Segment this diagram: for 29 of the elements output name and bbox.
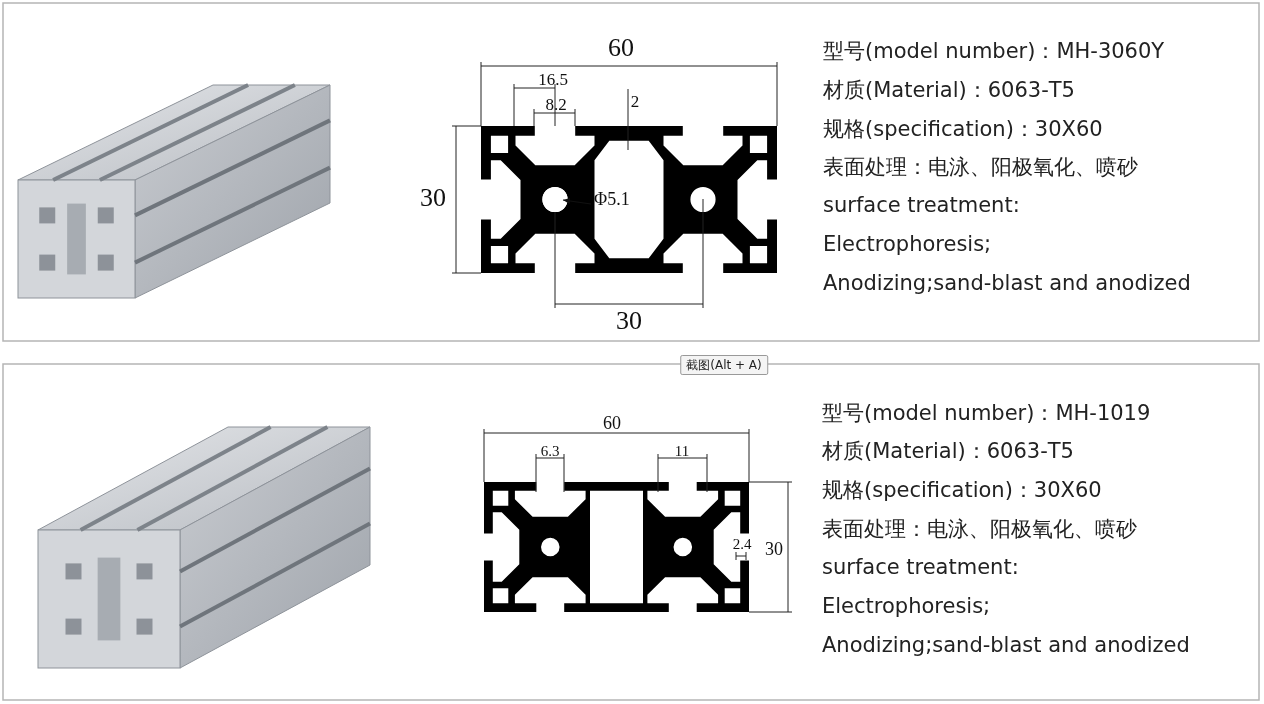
spec-text: 材质(Material)：6063-T5 bbox=[822, 441, 1074, 462]
dimension-label: 6.3 bbox=[540, 443, 560, 459]
dimension-label: Φ5.1 bbox=[594, 190, 630, 208]
spec-text: 型号(model number)：MH-1019 bbox=[822, 403, 1151, 424]
dimension-label: 2.4 bbox=[732, 536, 752, 552]
dimension-label: 60 bbox=[608, 35, 634, 61]
spec-text: Electrophoresis; bbox=[822, 596, 991, 617]
spec-text: surface treatment: bbox=[823, 195, 1020, 216]
spec-text: 规格(specification)：30X60 bbox=[823, 119, 1103, 140]
tooltip: 截图(Alt + A) bbox=[680, 355, 768, 375]
spec-text: 型号(model number)：MH-3060Y bbox=[823, 41, 1165, 62]
spec-text: Anodizing;sand-blast and anodized bbox=[822, 635, 1190, 656]
spec-text: 表面处理：电泳、阳极氧化、喷砂 bbox=[822, 519, 1137, 540]
dimension-label: 30 bbox=[616, 308, 642, 334]
dimension-label: 60 bbox=[603, 414, 621, 432]
dimension-label: 16.5 bbox=[538, 70, 568, 88]
spec-text: surface treatment: bbox=[822, 557, 1019, 578]
spec-text: 规格(specification)：30X60 bbox=[822, 480, 1102, 501]
bolt-hole bbox=[542, 186, 568, 213]
spec-text: 材质(Material)：6063-T5 bbox=[823, 80, 1075, 101]
dimension-label: 8.2 bbox=[545, 95, 567, 113]
dimension-label: 30 bbox=[765, 540, 783, 558]
dimension-label: 11 bbox=[674, 443, 690, 459]
dimension-label: 30 bbox=[420, 185, 446, 211]
spec-text: 表面处理：电泳、阳极氧化、喷砂 bbox=[823, 157, 1138, 178]
dimension-label: 2 bbox=[630, 92, 640, 110]
spec-text: Electrophoresis; bbox=[823, 234, 992, 255]
leader-line bbox=[562, 198, 592, 205]
spec-text: Anodizing;sand-blast and anodized bbox=[823, 273, 1191, 294]
